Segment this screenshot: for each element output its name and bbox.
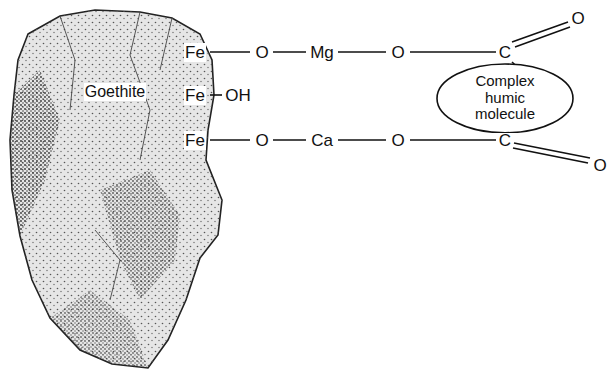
- node-text: Complex humic molecule: [457, 73, 553, 123]
- atom-symbol: O: [390, 131, 405, 150]
- atom-symbol: O: [254, 43, 269, 62]
- atom-symbol: Fe: [184, 43, 206, 62]
- bond-lines: [210, 22, 590, 163]
- atom-symbol: Mg: [309, 43, 335, 62]
- atom-symbol: Fe: [184, 86, 206, 105]
- atom-symbol: Ca: [310, 131, 334, 150]
- humic-molecule-ellipse: Complex humic molecule: [436, 63, 574, 134]
- atom-symbol: C: [498, 43, 512, 62]
- mineral-name: Goethite: [84, 83, 146, 101]
- atom-symbol: O: [570, 9, 585, 28]
- atom-symbol: C: [498, 131, 512, 150]
- atom-symbol: O: [254, 131, 269, 150]
- atom-symbol: O: [390, 43, 405, 62]
- atom-symbol: OH: [224, 86, 252, 105]
- goethite-particle: [10, 10, 222, 368]
- atom-symbol: O: [592, 156, 607, 175]
- atom-symbol: Fe: [184, 131, 206, 150]
